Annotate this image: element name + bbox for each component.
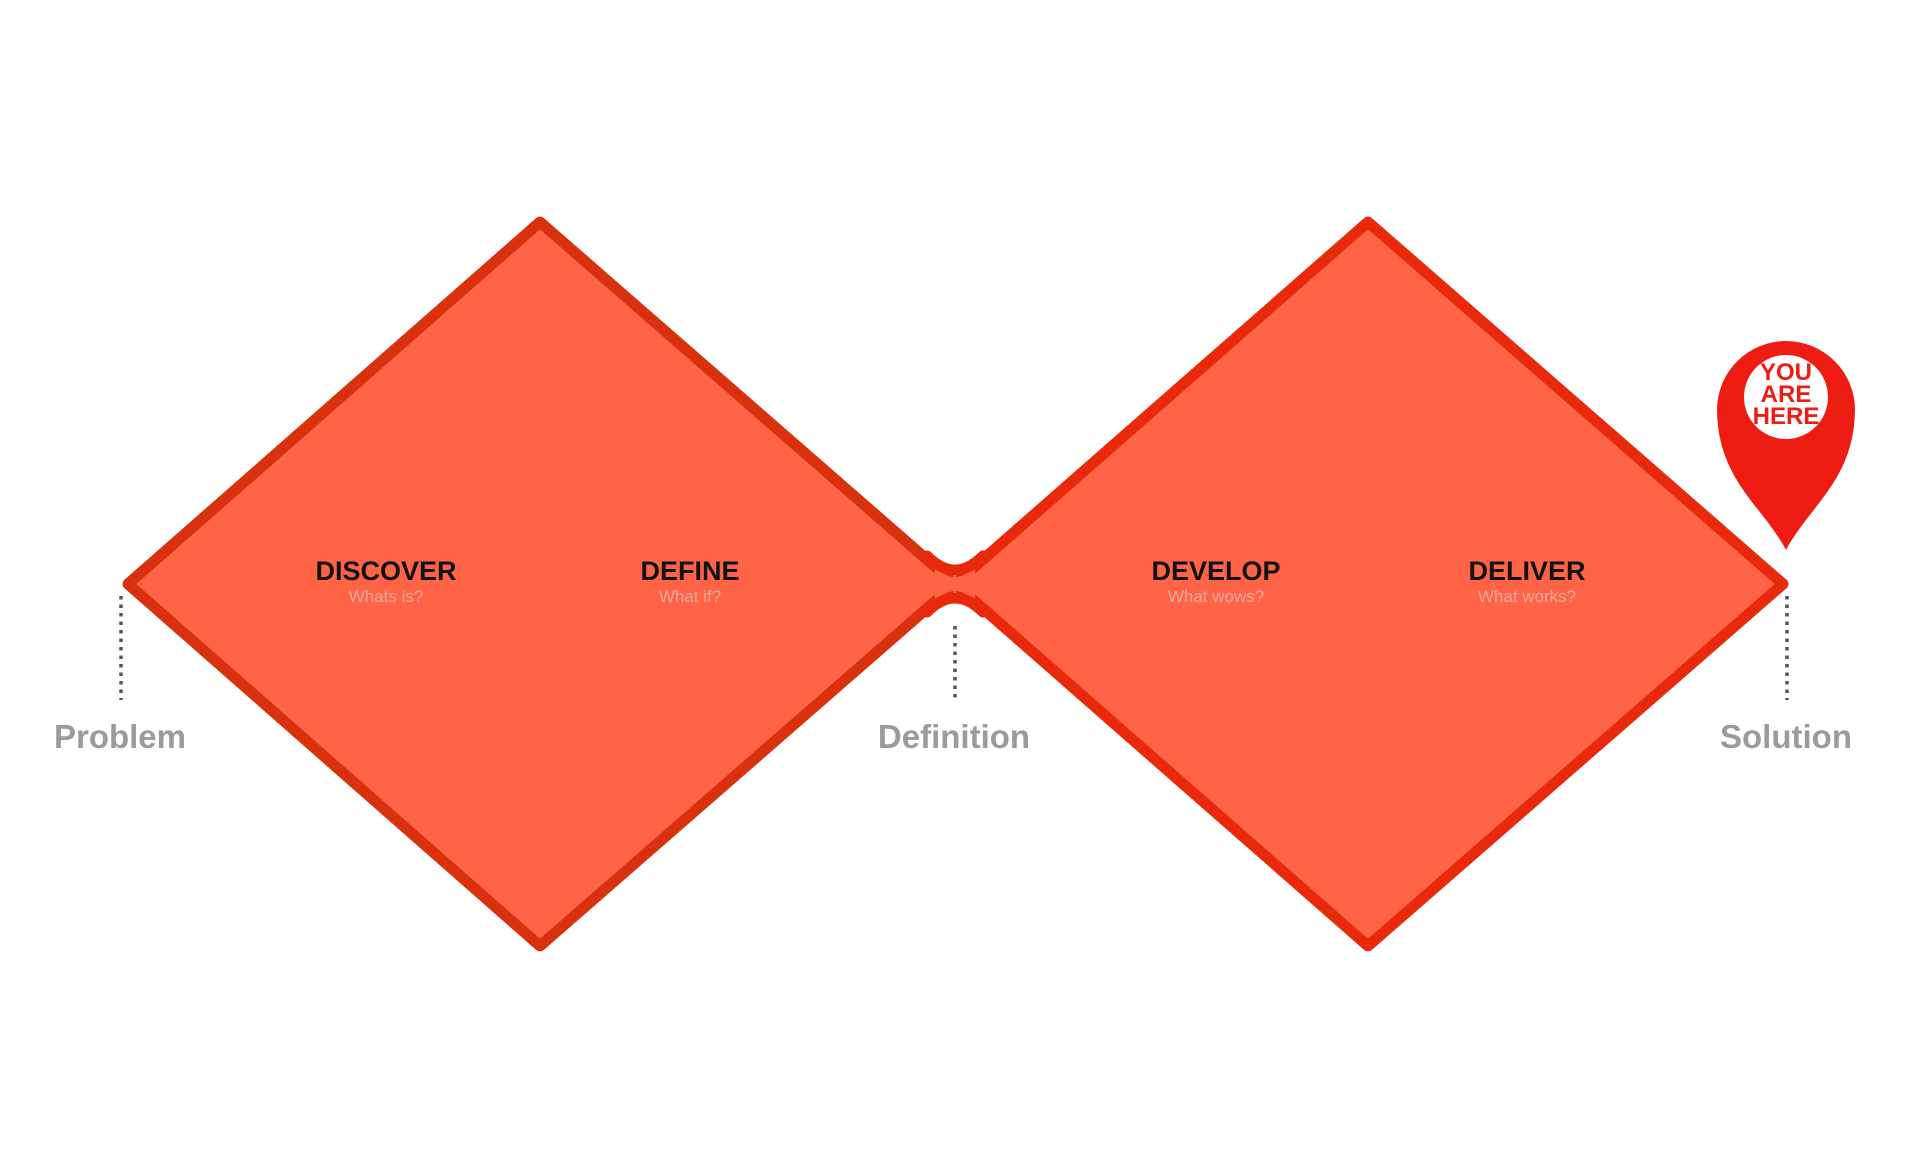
phase-develop-title: DEVELOP [1151, 556, 1280, 586]
phase-define-subtitle: What if? [659, 587, 721, 606]
diamond-discover-define [122, 216, 961, 952]
phase-develop-subtitle: What wows? [1168, 587, 1264, 606]
milestone-problem: Problem [54, 718, 186, 755]
phase-deliver-subtitle: What works? [1478, 587, 1576, 606]
pin-text-line-1: YOU [1760, 359, 1812, 386]
pin-text-line-3: HERE [1753, 403, 1820, 430]
diamond-junction [935, 566, 975, 602]
pin-inner-circle [1744, 355, 1828, 439]
milestone-definition: Definition [878, 718, 1030, 755]
junction-top-curve [921, 550, 989, 576]
diamond-develop-deliver [949, 216, 1789, 952]
pin-text-line-2: ARE [1761, 381, 1812, 408]
junction-bottom-curve [921, 592, 989, 618]
location-pin-icon: YOU ARE HERE [1717, 341, 1855, 550]
phase-deliver-title: DELIVER [1468, 556, 1585, 586]
phase-discover-subtitle: Whats is? [349, 587, 424, 606]
phase-discover-title: DISCOVER [315, 556, 456, 586]
milestone-solution: Solution [1720, 718, 1852, 755]
phase-define-title: DEFINE [640, 556, 739, 586]
